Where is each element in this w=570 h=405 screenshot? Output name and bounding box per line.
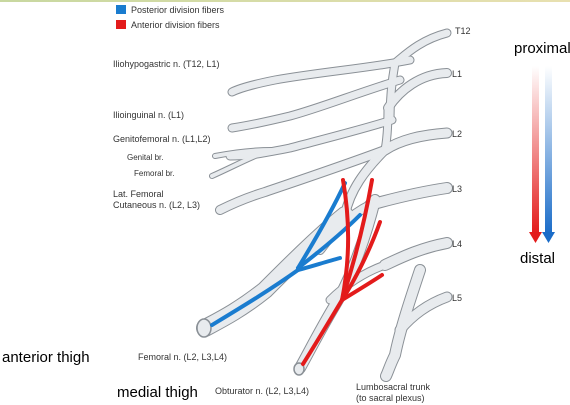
level-t12-label: T12 xyxy=(455,26,471,36)
anterior-thigh-label: anterior thigh xyxy=(2,349,90,366)
lateral-femoral-label-line1: Lat. Femoral xyxy=(113,189,164,199)
femoral-branch-label: Femoral br. xyxy=(134,169,175,178)
posterior-legend-label: Posterior division fibers xyxy=(131,5,225,15)
ilioinguinal-fill xyxy=(228,76,404,132)
anterior-fiber-l4 xyxy=(340,273,384,302)
posterior-fiber-l3 xyxy=(296,213,362,270)
femoral-nerve-label: Femoral n. (L2, L3,L4) xyxy=(138,352,228,362)
lateral-femoral-label-line2: Cutaneous n. (L2, L3) xyxy=(113,200,201,210)
level-l3-label: L3 xyxy=(452,184,463,194)
blue-arrowhead xyxy=(542,232,555,243)
iliohypogastric-label: Iliohypogastric n. (T12, L1) xyxy=(113,59,220,69)
distal-label: distal xyxy=(520,250,556,267)
genital-branch-label: Genital br. xyxy=(127,153,164,162)
top-accent-line xyxy=(0,0,570,2)
iliohypogastric-fill xyxy=(228,56,414,96)
posterior-legend-swatch xyxy=(116,5,126,14)
level-l5-label: L5 xyxy=(452,293,463,303)
lumbosacral-label-line1: Lumbosacral trunk xyxy=(356,382,431,392)
level-l2-label: L2 xyxy=(452,129,463,139)
medial-thigh-label: medial thigh xyxy=(117,384,198,401)
anterior-fiber-obturator xyxy=(301,298,344,366)
l2-root-fill xyxy=(380,128,452,155)
anterior-legend-swatch xyxy=(116,20,126,29)
lumbosacral-label-line2: (to sacral plexus) xyxy=(356,393,425,403)
anterior-fiber-cross xyxy=(340,178,351,302)
lumbosacral-trunk-fill xyxy=(381,265,425,381)
obturator-cut-end xyxy=(293,362,305,376)
femoral-branch-fill xyxy=(210,152,262,178)
posterior-fiber-femoral xyxy=(210,268,300,327)
red-arrowhead xyxy=(529,232,542,243)
anterior-division-fibers xyxy=(301,178,384,366)
proximal-label: proximal xyxy=(514,40,570,57)
l4-root-fill xyxy=(380,238,452,270)
lateral-femoral-cutaneous-fill xyxy=(216,146,389,214)
femoral-nerve-fill xyxy=(197,207,353,336)
anterior-legend-label: Anterior division fibers xyxy=(131,20,220,30)
posterior-fiber-l2 xyxy=(296,181,347,270)
posterior-fiber-l4 xyxy=(296,256,342,272)
level-l4-label: L4 xyxy=(452,239,463,249)
genitofemoral-fill xyxy=(226,116,396,160)
posterior-division-fibers xyxy=(210,181,362,327)
proximal-distal-arrows xyxy=(529,66,555,243)
anterior-fiber-l3 xyxy=(340,220,382,302)
obturator-nerve-label: Obturator n. (L2, L3,L4) xyxy=(215,386,310,396)
genital-branch-fill xyxy=(213,148,274,158)
blue-gradient-bar xyxy=(545,66,552,234)
femoral-cut-end xyxy=(196,318,212,338)
genitofemoral-label: Genitofemoral n. (L1,L2) xyxy=(113,134,211,144)
red-gradient-bar xyxy=(532,66,539,234)
l2-upper-connector-fill xyxy=(381,104,392,154)
level-l1-label: L1 xyxy=(452,69,463,79)
ilioinguinal-label: Ilioinguinal n. (L1) xyxy=(113,110,185,120)
